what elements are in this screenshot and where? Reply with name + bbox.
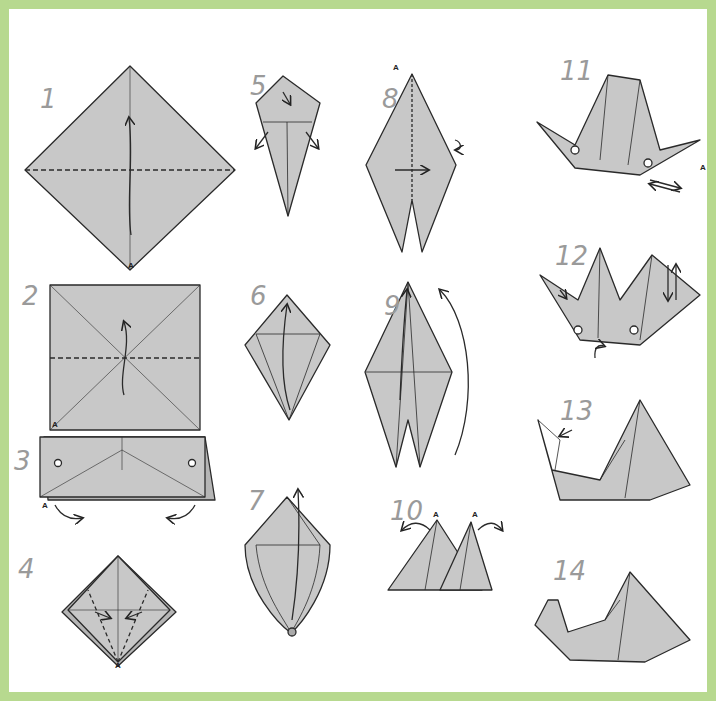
step-number: 3 [14,448,31,474]
point-label: A [42,502,48,510]
point-label: A [393,64,399,72]
step-number: 11 [560,58,593,84]
point-label: A [472,511,478,519]
step-number: 1 [40,86,57,112]
step-number: 6 [250,283,267,309]
step-number: 14 [553,558,586,584]
point-label: A [700,164,706,172]
step-number: 12 [555,243,588,269]
step-number: 13 [560,398,593,424]
point-label: A [128,262,134,270]
step-number: 2 [22,283,39,309]
step-number: 4 [18,556,35,582]
point-label: A [52,421,58,429]
step-number: 10 [390,498,423,524]
point-label: A [433,511,439,519]
step-number: 9 [384,293,401,319]
step-number: 5 [250,73,267,99]
point-label: A [115,662,121,670]
step-number: 7 [248,488,265,514]
step-number: 8 [382,86,399,112]
